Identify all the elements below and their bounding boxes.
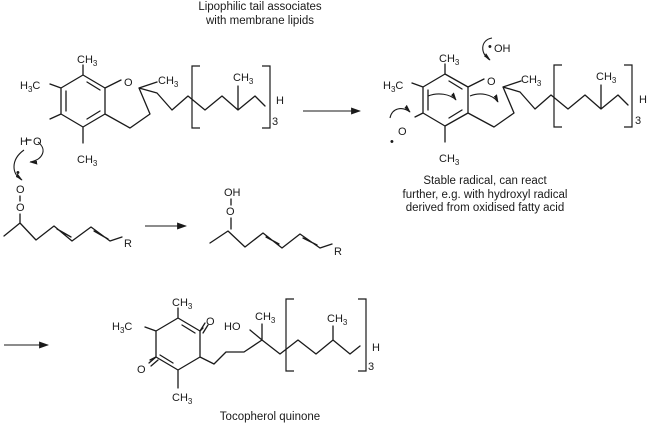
quinone-label-tail-ch3: CH3 — [327, 313, 348, 327]
caption-lipophilic-tail-line1: Lipophilic tail associates — [198, 1, 322, 13]
hydroxyl-attack-curly-arrow — [482, 37, 493, 61]
quinone-carbonyl-bottom — [148, 356, 159, 367]
peroxyl-chain-bonds — [3, 195, 123, 242]
tocopherol-label-bottom-ch3: CH3 — [77, 154, 98, 168]
tocopherol-ring-bonds — [49, 64, 266, 144]
peroxyl-radical-dot: • — [16, 167, 20, 179]
tocopherol-label-c2-ch3: CH3 — [158, 75, 179, 89]
caption-tocopherol-quinone: Tocopherol quinone — [219, 411, 321, 423]
quinone-label-top-ch3: CH3 — [172, 297, 193, 311]
radical-ring-bonds — [411, 63, 629, 143]
tocopherol-repeat-bracket-left — [191, 65, 200, 129]
quinone-label-terminal-h: H — [372, 342, 380, 354]
radical-delocalisation-arrow-2 — [427, 92, 457, 101]
quinone-repeat-bracket-right — [358, 298, 367, 372]
caption-stable-radical-line2: further, e.g. with hydroxyl radical — [402, 188, 568, 201]
tocopherol-label-ring-oxygen: O — [124, 77, 133, 89]
radical-delocalisation-arrow-3 — [469, 93, 499, 103]
quinone-label-repeat-3: 3 — [368, 361, 374, 373]
hydroperoxide-chain-bonds — [209, 198, 333, 249]
radical-label-c2-ch3: CH3 — [521, 74, 542, 88]
caption-stable-radical-line3: derived from oxidised fatty acid — [405, 202, 565, 214]
radical-label-terminal-h: H — [639, 94, 647, 106]
radical-label-top-ch3: CH3 — [439, 53, 460, 67]
quinone-carbonyl-top — [199, 322, 209, 334]
tocopheroxyl-radical: CH3 H3C O CH3 CH3 H 3 O • CH3 OH • — [383, 37, 647, 167]
radical-label-ring-oxygen: O — [487, 76, 496, 88]
caption-lipophilic-tail: Lipophilic tail associates with membrane… — [160, 1, 360, 28]
tocopherol-label-h3c: H3C — [20, 80, 40, 94]
quinone-ring-bonds — [144, 307, 361, 389]
tocopherol-repeat-bracket-right — [262, 65, 271, 129]
quinone-label-ho: HO — [224, 321, 241, 333]
radical-delocalisation-arrow-1 — [389, 104, 411, 119]
radical-label-tail-ch3: CH3 — [596, 71, 617, 85]
radical-label-hydroxyl-radical: OH — [494, 43, 511, 55]
hydroperoxide-label-r: R — [334, 246, 342, 258]
peroxyl-label-r: R — [124, 238, 132, 250]
radical-label-oxygen: O — [398, 126, 407, 138]
quinone-label-carbonyl-o-bottom: O — [137, 364, 146, 376]
tocopherol-label-tail-ch3: CH3 — [233, 72, 254, 86]
radical-label-bottom-ch3: CH3 — [439, 153, 460, 167]
tocopherol-label-terminal-h: H — [276, 95, 284, 107]
tocopherol-label-top-ch3: CH3 — [77, 54, 98, 68]
quinone-label-carbonyl-o-top: O — [206, 316, 215, 328]
hydroperoxide-label-o: O — [226, 206, 235, 218]
lipid-peroxyl-radical: • O O R — [3, 141, 132, 250]
quinone-label-c-ch3: CH3 — [255, 311, 276, 325]
radical-repeat-bracket-left — [553, 64, 562, 128]
peroxyl-oxygen-1: O — [16, 184, 25, 196]
caption-stable-radical: Stable radical, can react further, e.g. … — [385, 175, 585, 216]
o-h-transfer-curly-arrow — [29, 141, 44, 165]
quinone-label-h3c: H3C — [112, 321, 132, 335]
caption-stable-radical-line1: Stable radical, can react — [423, 175, 547, 187]
peroxyl-oxygen-2: O — [16, 202, 25, 214]
radical-label-h3c: H3C — [383, 80, 403, 94]
h-abstraction-curly-arrow — [13, 149, 25, 181]
hydroperoxide-label-oh: OH — [224, 187, 241, 199]
hydroxyl-radical-dot: • — [488, 41, 492, 53]
tocopherol-label-repeat-3: 3 — [272, 116, 278, 128]
radical-oxygen-dot: • — [390, 136, 394, 148]
tocopherol-quinone-molecule: CH3 H3C O O CH3 HO CH3 CH3 H 3 — [112, 297, 380, 406]
radical-repeat-bracket-right — [624, 64, 633, 128]
quinone-label-bottom-ch3: CH3 — [172, 392, 193, 406]
caption-lipophilic-tail-line2: with membrane lipids — [205, 14, 314, 27]
quinone-repeat-bracket-left — [285, 298, 294, 372]
lipid-hydroperoxide: OH O R — [209, 187, 342, 258]
radical-label-repeat-3: 3 — [635, 115, 641, 127]
